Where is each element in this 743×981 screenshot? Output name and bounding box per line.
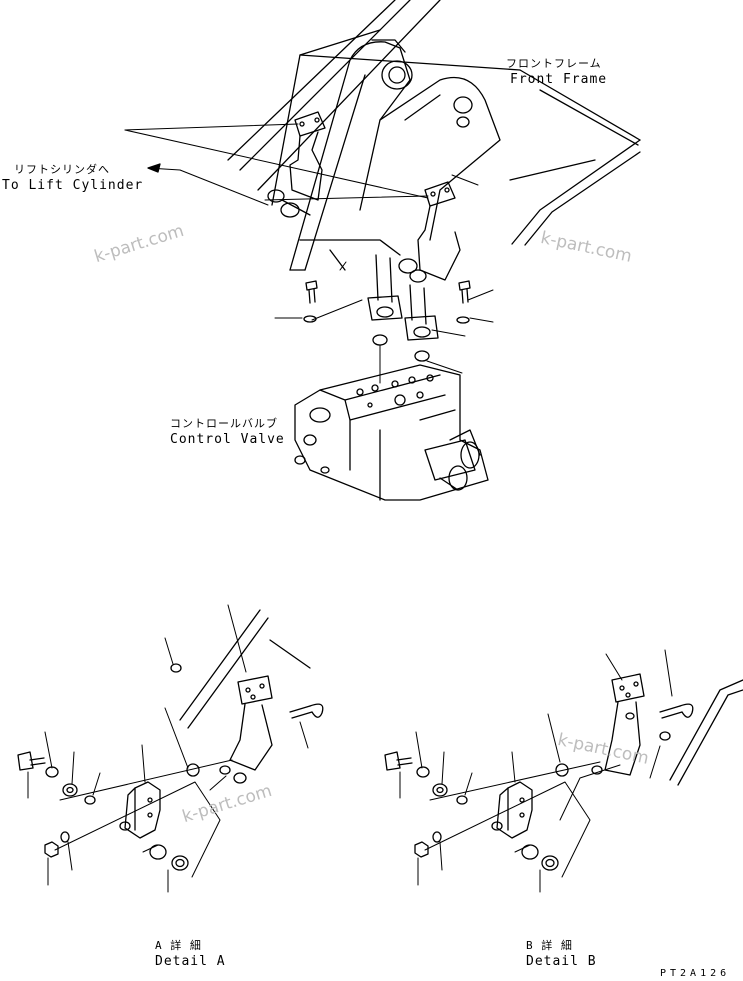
front-frame-label-jp: フロントフレーム — [506, 57, 602, 70]
control-valve-label: Control Valve — [170, 432, 285, 447]
detail-a-title-jp: A 詳 細 — [155, 939, 202, 952]
lift-cylinder-label: To Lift Cylinder — [2, 178, 144, 193]
lift-cylinder-label-jp: リフトシリンダへ — [14, 163, 110, 176]
lift-cylinder-arrow — [147, 163, 161, 173]
drawing-code: PT2A126 — [660, 968, 731, 979]
control-valve-label-jp: コントロールバルブ — [170, 417, 278, 430]
detail-b-leaders — [399, 649, 673, 893]
front-frame-label: Front Frame — [510, 72, 608, 87]
detail-a-drawing — [17, 609, 324, 871]
front-frame — [227, 0, 641, 271]
detail-a-leaders — [27, 604, 309, 893]
flange-pipes-main — [267, 111, 471, 362]
detail-b-drawing — [384, 673, 743, 871]
detail-b-title: Detail B — [526, 954, 597, 969]
detail-a-title: Detail A — [155, 954, 226, 969]
control-valve — [294, 364, 489, 501]
leader-lines-main — [124, 123, 494, 384]
detail-b-title-jp: B 詳 細 — [526, 939, 573, 952]
